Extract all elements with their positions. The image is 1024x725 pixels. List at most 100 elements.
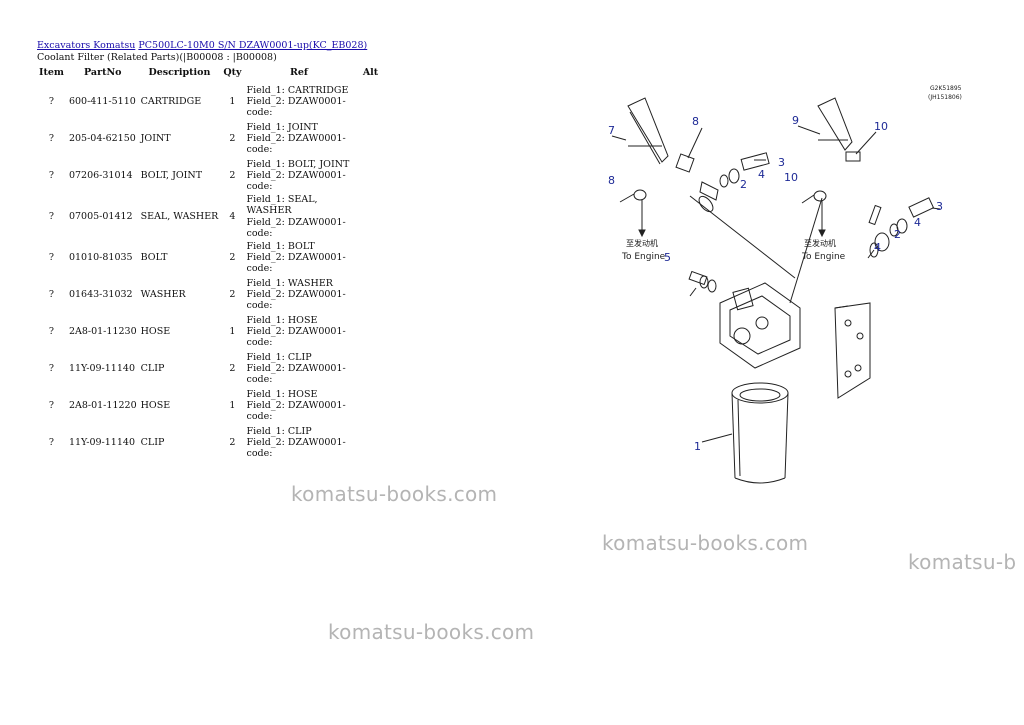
cell-partno: 01010-81035 [68,252,133,264]
cell-qty: 1 [229,326,236,338]
table-row: ? 07206-31014 BOLT, JOINT 2 Field_1: BOL… [36,157,388,194]
breadcrumb: Excavators Komatsu PC500LC-10M0 S/N DZAW… [37,40,367,51]
cell-item: ? [48,326,55,338]
callout-2-right: 2 [894,228,901,241]
cell-alt [354,387,388,424]
table-row: ? 07005-01412 SEAL, WASHER 4 Field_1: SE… [36,194,388,239]
ref-field-1: Field_1: CLIP [246,425,312,437]
cell-description: BOLT, JOINT [140,170,203,181]
cell-partno: 07005-01412 [68,211,133,223]
cell-partno: 11Y-09-11140 [68,363,135,375]
ref-field-1: Field_1: BOLT [246,240,315,252]
breadcrumb-link-model[interactable]: PC500LC-10M0 S/N DZAW0001-up(KC_EB028) [138,40,368,51]
cell-item: ? [48,363,55,375]
cell-description: CLIP [140,363,165,375]
callout-2-left: 2 [740,178,747,191]
ref-code: code: [246,181,273,193]
cell-partno: 600-411-5110 [68,96,136,107]
cell-partno: 07206-31014 [68,170,133,181]
callout-10-right: 10 [874,120,888,133]
figure-code-secondary: (JH151806) [928,94,962,101]
ref-field-2: Field_2: DZAW0001- [246,437,346,449]
cell-qty: 2 [229,289,236,301]
engine-label-en-left: To Engine [621,252,666,262]
cell-item: ? [48,252,55,264]
cell-alt [354,313,388,350]
ref-code: code: [246,144,273,156]
cell-qty: 1 [229,96,236,107]
ref-field-2: Field_2: DZAW0001- [246,169,346,181]
table-row: ? 600-411-5110 CARTRIDGE 1 Field_1: CART… [36,83,388,120]
ref-code: code: [246,337,273,349]
cell-description: BOLT [140,252,168,264]
watermark: komatsu-books.com [291,482,498,506]
ref-code: code: [246,411,273,423]
callout-8-left: 8 [608,174,615,187]
engine-label-cn-right: 至发动机 [804,238,836,248]
cell-description: HOSE [140,326,171,338]
ref-field-2: Field_2: DZAW0001- [246,216,346,228]
cell-description: CLIP [140,437,165,449]
header-alt: Alt [362,67,379,78]
cell-item: ? [48,289,55,301]
callout-3-left: 3 [778,156,785,169]
page-subtitle: Coolant Filter (Related Parts)(|B00008 :… [37,52,277,63]
ref-field-1: Field_1: HOSE [246,314,318,326]
header-item: Item [39,67,64,78]
cell-alt [354,276,388,313]
cell-alt [354,424,388,461]
cell-item: ? [48,170,55,181]
cell-alt [354,194,388,239]
cell-qty: 2 [229,133,236,144]
cell-alt [354,120,388,157]
callout-5: 5 [664,251,671,264]
cell-item: ? [48,96,55,107]
callout-10-mid: 10 [784,171,798,184]
ref-field-2: Field_2: DZAW0001- [246,363,346,375]
cell-qty: 2 [229,363,236,375]
cell-partno: 2A8-01-11220 [68,400,137,412]
ref-field-1: Field_1: JOINT [246,121,318,133]
ref-code: code: [246,374,273,386]
callout-4-right: 4 [914,216,921,229]
cell-description: HOSE [140,400,171,412]
cell-description: JOINT [140,133,171,144]
callout-8-top: 8 [692,115,699,128]
ref-field-1: Field_1: SEAL, WASHER [246,194,318,217]
cell-description: CARTRIDGE [140,96,202,107]
header-ref: Ref [289,67,309,78]
ref-field-2: Field_2: DZAW0001- [246,95,346,107]
cell-item: ? [48,400,55,412]
cell-qty: 2 [229,252,236,264]
callout-7: 7 [608,124,615,137]
cell-item: ? [48,133,55,144]
ref-code: code: [246,263,273,275]
watermark: komatsu-books.com [602,531,809,555]
cell-description: WASHER [140,289,186,301]
ref-field-2: Field_2: DZAW0001- [246,400,346,412]
callout-9: 9 [792,114,799,127]
ref-field-1: Field_1: WASHER [246,277,333,289]
ref-field-2: Field_2: DZAW0001- [246,326,346,338]
ref-field-2: Field_2: DZAW0001- [246,252,346,264]
ref-field-1: Field_1: CARTRIDGE [246,84,349,96]
ref-field-1: Field_1: BOLT, JOINT [246,158,350,170]
callout-4-lower: 4 [874,241,881,254]
cell-partno: 205-04-62150 [68,133,136,144]
ref-field-2: Field_2: DZAW0001- [246,289,346,301]
breadcrumb-link-excavators[interactable]: Excavators Komatsu [37,40,136,51]
parts-table: Item PartNo Description Qty Ref Alt ? 60… [36,66,388,461]
cell-alt [354,350,388,387]
header-description: Description [148,67,211,78]
